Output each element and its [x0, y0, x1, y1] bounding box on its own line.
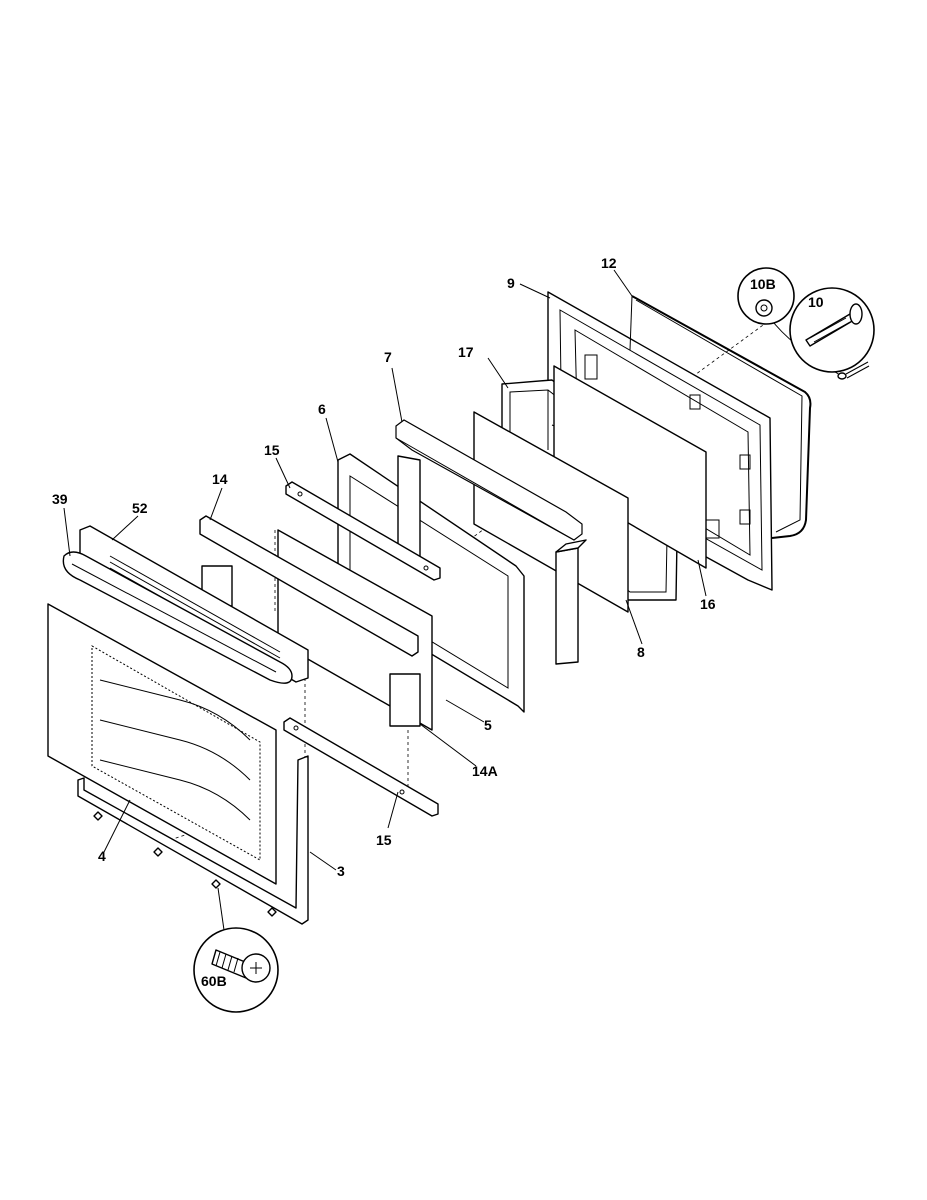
screw-icon [211, 949, 271, 983]
door-frame-part-3 [77, 755, 309, 925]
outer-glass-part-4 [47, 603, 277, 885]
label-60B: 60B [201, 973, 227, 989]
label-9: 9 [507, 275, 515, 291]
label-6: 6 [318, 401, 326, 417]
callout-10B [737, 267, 795, 325]
label-14: 14 [212, 471, 228, 487]
label-3: 3 [337, 863, 345, 879]
rail-part-15-top [285, 481, 441, 581]
label-52: 52 [132, 500, 148, 516]
callout-10 [789, 287, 875, 373]
glass-panel-part-16 [553, 365, 707, 569]
label-8: 8 [637, 644, 645, 660]
label-5: 5 [484, 717, 492, 733]
callout-60B [193, 927, 279, 1013]
insulation-strip-part-14 [199, 515, 419, 657]
label-16: 16 [700, 596, 716, 612]
label-15-bottom: 15 [376, 832, 392, 848]
label-12: 12 [601, 255, 617, 271]
insulation-part-7 [395, 419, 587, 665]
part-labels: 39 52 14 15 6 7 17 9 12 10B 10 16 8 5 14… [52, 255, 824, 989]
insulation-pad-part-14A [389, 673, 421, 727]
rail-part-15-bottom [283, 717, 439, 817]
bolt-icon [805, 303, 863, 347]
label-4: 4 [98, 848, 106, 864]
label-15-top: 15 [264, 442, 280, 458]
small-bolt-assembled [837, 361, 870, 380]
label-17: 17 [458, 344, 474, 360]
label-10B: 10B [750, 276, 776, 292]
door-gasket-part-12 [629, 295, 812, 539]
leader-lines [63, 269, 707, 931]
handle-part-39 [62, 551, 293, 684]
label-7: 7 [384, 349, 392, 365]
frame-screws [93, 811, 277, 917]
washer-icon [755, 299, 773, 317]
label-14A: 14A [472, 763, 498, 779]
label-39: 39 [52, 491, 68, 507]
label-10: 10 [808, 294, 824, 310]
